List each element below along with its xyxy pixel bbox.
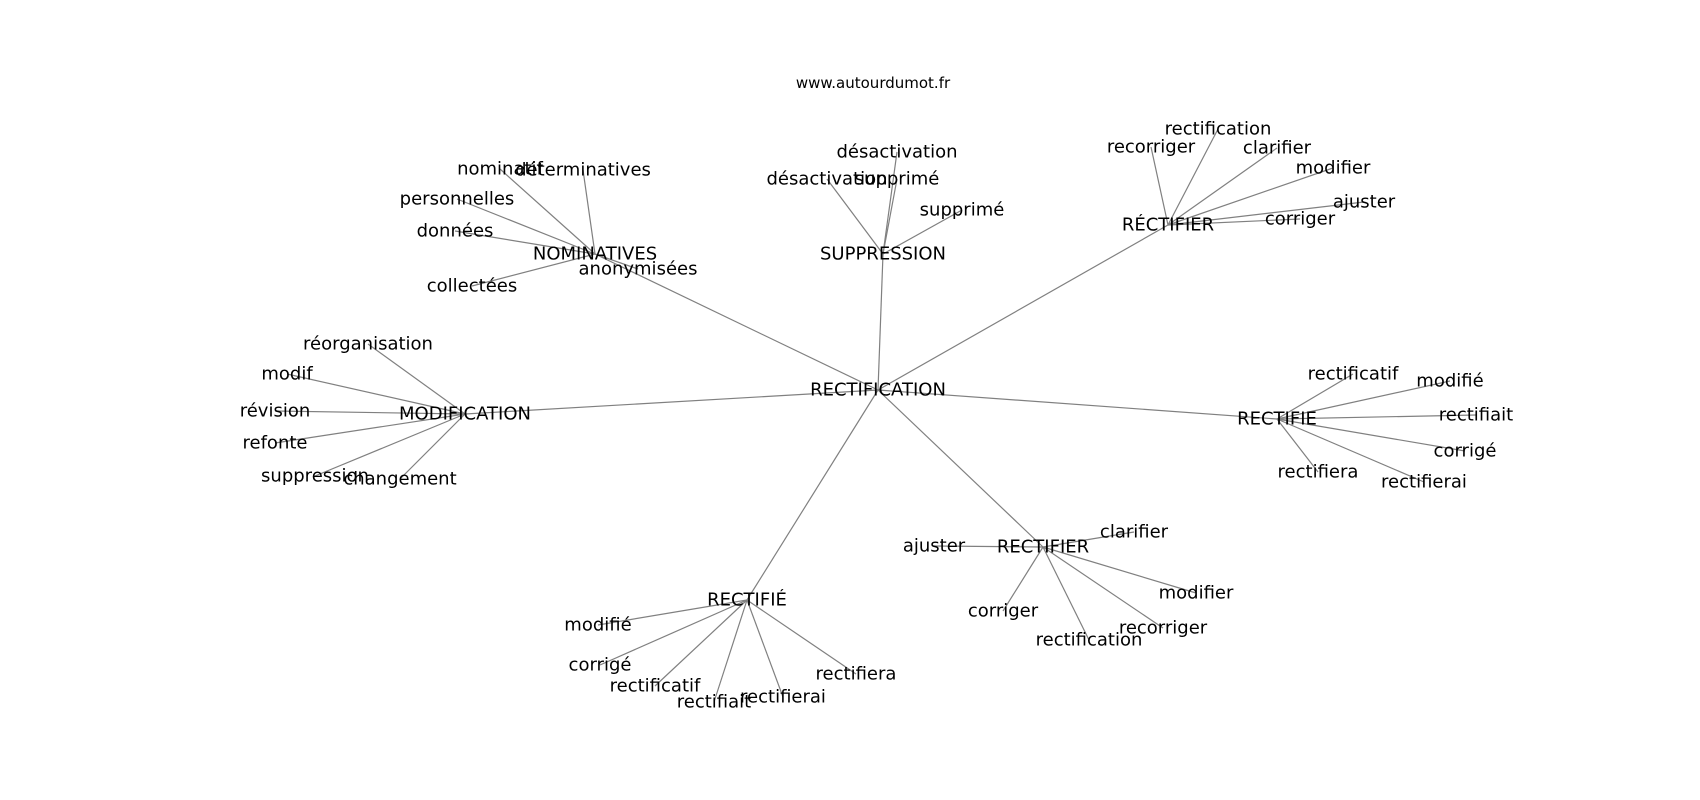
edge-modification-modif <box>286 373 466 415</box>
edge-nominatives-anonymisees <box>594 253 639 270</box>
edge-rectifier-recorriger <box>1150 146 1169 226</box>
node-leaf-changement: changement <box>343 469 456 490</box>
node-leaf-modifier: modifier <box>1159 583 1234 604</box>
edge-rectifier-rectification <box>1167 128 1219 226</box>
edge-modification-changement <box>399 413 466 480</box>
edge-suppression-supprime <box>882 178 898 255</box>
edge-rectifier-rectification <box>1042 546 1090 641</box>
edge-rectifier-recorriger <box>1042 546 1164 629</box>
edge-rectifie-corrige <box>599 599 748 666</box>
node-leaf-rectificatif: rectificatif <box>1308 364 1399 385</box>
edge-modification-suppression <box>314 413 466 477</box>
node-root-rectification: RECTIFICATION <box>810 380 946 401</box>
node-leaf-rectifierai: rectifierai <box>1381 472 1467 493</box>
edge-root-rectifier <box>877 389 1044 548</box>
node-leaf-desactivation: désactivation <box>836 142 957 163</box>
node-leaf-rectifiait: rectifiait <box>677 692 751 713</box>
edge-nominatives-collectees <box>471 253 596 287</box>
node-leaf-rectifiera: rectifiera <box>816 664 897 685</box>
node-leaf-rectifiait: rectifiait <box>1439 405 1513 426</box>
edge-rectifie-rectifierai <box>746 599 784 698</box>
node-leaf-ajuster: ajuster <box>903 536 966 557</box>
edge-rectifie-rectificatif <box>1276 373 1354 420</box>
edge-root-modification <box>464 389 879 415</box>
node-leaf-anonymisees: anonymisées <box>579 259 698 280</box>
node-hub-rectifie: RECTIFIÉ <box>707 589 787 611</box>
node-leaf-rectifierai: rectifierai <box>740 687 826 708</box>
edges-layer <box>274 128 1477 703</box>
node-leaf-corrige: corrigé <box>1434 441 1497 462</box>
node-leaf-desactivation: désactivation <box>766 169 887 190</box>
node-hub-suppression: SUPPRESSION <box>820 244 946 265</box>
node-leaf-corriger: corriger <box>968 601 1039 622</box>
edge-root-rectifie <box>877 389 1278 420</box>
node-leaf-modif: modif <box>261 364 313 385</box>
edge-rectifier-modifier <box>1167 167 1334 226</box>
node-leaf-recorriger: recorriger <box>1119 618 1208 639</box>
node-leaf-refonte: refonte <box>243 433 308 454</box>
edge-rectifie-rectifierai <box>1276 418 1425 483</box>
node-leaf-ajuster: ajuster <box>1333 192 1396 213</box>
edge-nominatives-donnees <box>454 230 596 255</box>
node-leaf-nominatif: nominatif <box>457 159 543 180</box>
node-leaf-donnees: données <box>417 221 494 242</box>
edge-rectifier-clarifier <box>1167 147 1278 226</box>
edge-rectifie-rectifiera <box>746 599 857 675</box>
edge-rectifie-rectifiera <box>1276 418 1319 473</box>
edge-suppression-supprime <box>882 209 963 255</box>
node-leaf-clarifier: clarifier <box>1243 138 1312 159</box>
edge-rectifier-ajuster <box>1167 201 1365 226</box>
edge-rectifier-corriger <box>1167 218 1301 226</box>
edge-rectifier-clarifier <box>1042 531 1135 548</box>
edge-rectifier-modifier <box>1042 546 1197 594</box>
edge-root-rectifier <box>877 224 1169 391</box>
edge-suppression-desactivation <box>882 151 898 255</box>
edge-nominatives-nominatif <box>499 168 596 255</box>
edge-rectifie-rectificatif <box>654 599 748 687</box>
node-leaf-modifie: modifié <box>564 615 631 636</box>
edge-nominatives-personnelles <box>456 198 596 255</box>
edge-rectifier-ajuster <box>933 545 1044 548</box>
node-leaf-corriger: corriger <box>1265 209 1336 230</box>
node-leaf-recorriger: recorriger <box>1107 137 1196 158</box>
node-leaf-collectees: collectées <box>427 276 517 297</box>
node-leaf-rectificatif: rectificatif <box>610 676 701 697</box>
edge-root-nominatives <box>594 253 879 391</box>
labels-layer: www.autourdumot.fr RECTIFICATION NOMINATI… <box>240 74 1514 713</box>
node-hub-rectifie: RECTIFIE <box>1237 409 1317 430</box>
node-leaf-reorganisation: réorganisation <box>303 334 433 355</box>
edge-root-rectifie <box>746 389 879 601</box>
node-leaf-rectification: rectification <box>1165 119 1272 140</box>
node-leaf-modifie: modifié <box>1416 371 1483 392</box>
edge-rectifie-corrige <box>1276 418 1466 452</box>
edge-rectifie-rectifiait <box>1276 414 1477 420</box>
node-hub-rectifier: RÉCTIFIER <box>1122 214 1214 236</box>
edge-modification-refonte <box>274 413 466 444</box>
node-leaf-personnelles: personnelles <box>400 189 515 210</box>
node-leaf-clarifier: clarifier <box>1100 522 1169 543</box>
node-leaf-modifier: modifier <box>1296 158 1371 179</box>
node-leaf-rectification: rectification <box>1036 630 1143 651</box>
node-hub-modification: MODIFICATION <box>399 404 531 425</box>
site-credit: www.autourdumot.fr <box>796 74 951 92</box>
edge-root-suppression <box>877 253 884 391</box>
node-leaf-revision: révision <box>240 401 311 422</box>
node-leaf-determinatives: déterminatives <box>515 160 651 181</box>
edge-rectifier-corriger <box>1002 546 1044 612</box>
edge-nominatives-determinatives <box>582 169 596 255</box>
node-hub-rectifier: RECTIFIER <box>997 537 1089 558</box>
edge-suppression-desactivation <box>826 178 884 255</box>
node-leaf-supprime: supprimé <box>920 200 1005 221</box>
edge-rectifie-modifie <box>1276 380 1451 420</box>
node-leaf-corrige: corrigé <box>569 655 632 676</box>
edge-rectifie-modifie <box>597 599 748 626</box>
node-leaf-rectifiera: rectifiera <box>1278 462 1359 483</box>
node-hub-nominatives: NOMINATIVES <box>533 244 657 265</box>
edge-modification-revision <box>274 410 466 415</box>
edge-rectifie-rectifiait <box>713 599 748 703</box>
node-leaf-suppression: suppression <box>261 466 369 487</box>
node-leaf-supprime: supprimé <box>855 169 940 190</box>
edge-modification-reorganisation <box>367 343 466 415</box>
